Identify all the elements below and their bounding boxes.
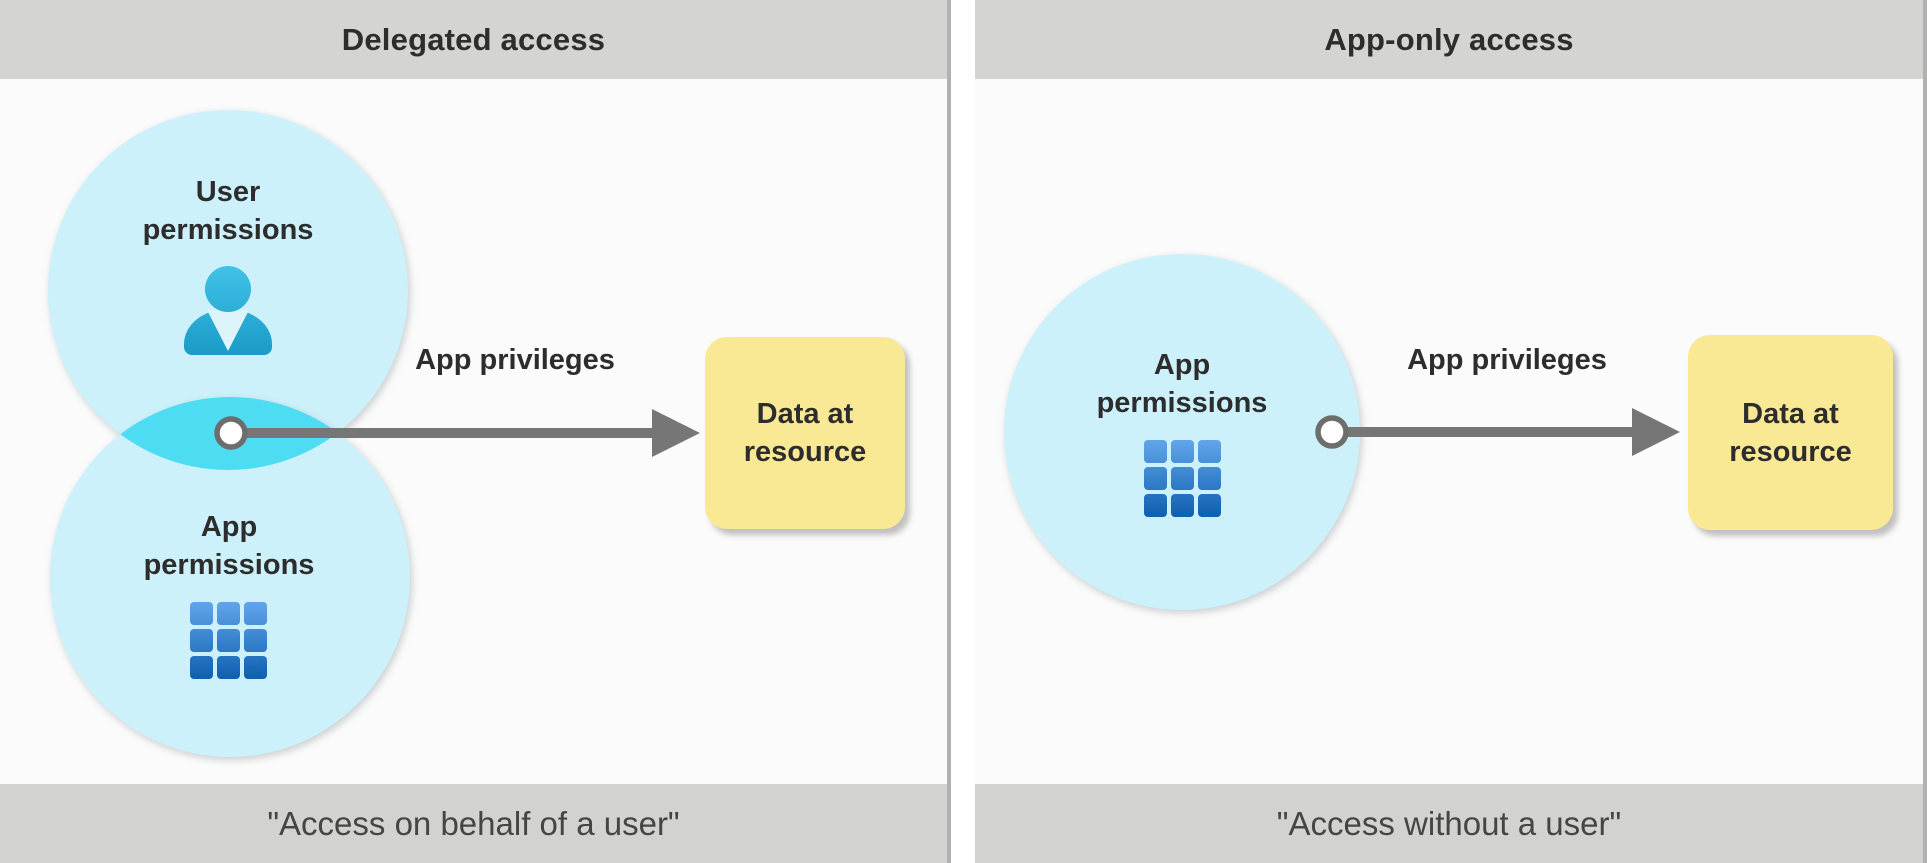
connector-dot <box>1315 415 1349 449</box>
panel-caption-bar: "Access on behalf of a user" <box>0 784 947 863</box>
panel-title-bar: Delegated access <box>0 0 947 79</box>
app-permissions-circle <box>50 397 410 757</box>
app-circle-label: App permissions <box>143 511 315 581</box>
panel-delegated-access: Delegated access <box>0 0 951 863</box>
panel-caption-bar: "Access without a user" <box>975 784 1923 863</box>
panel-title-bar: App-only access <box>975 0 1923 79</box>
panel-caption: "Access without a user" <box>1276 804 1622 842</box>
resource-box-label: Data at resource <box>743 398 867 468</box>
delegated-access-diagram <box>48 110 700 757</box>
app-grid-icon <box>1144 440 1221 517</box>
panel-title: Delegated access <box>341 21 606 57</box>
app-only-access-diagram <box>1004 254 1680 610</box>
arrow-label: App privileges <box>415 344 615 376</box>
user-icon <box>184 266 272 355</box>
arrow-label: App privileges <box>1407 344 1607 376</box>
data-at-resource-box: Data at resource <box>705 337 905 529</box>
app-privileges-arrow <box>1332 408 1680 456</box>
resource-box-label: Data at resource <box>1729 397 1852 468</box>
data-at-resource-box: Data at resource <box>1688 335 1893 530</box>
connector-dot <box>214 416 248 450</box>
app-privileges-arrow <box>231 409 700 457</box>
panel-title: App-only access <box>1324 21 1574 57</box>
app-permissions-circle <box>1004 254 1360 610</box>
app-circle-label: App permissions <box>1096 349 1268 419</box>
app-grid-icon <box>190 602 267 679</box>
panel-caption: "Access on behalf of a user" <box>267 804 680 842</box>
user-circle-label: User permissions <box>142 176 314 246</box>
panel-app-only-access: App-only access <box>975 0 1927 863</box>
